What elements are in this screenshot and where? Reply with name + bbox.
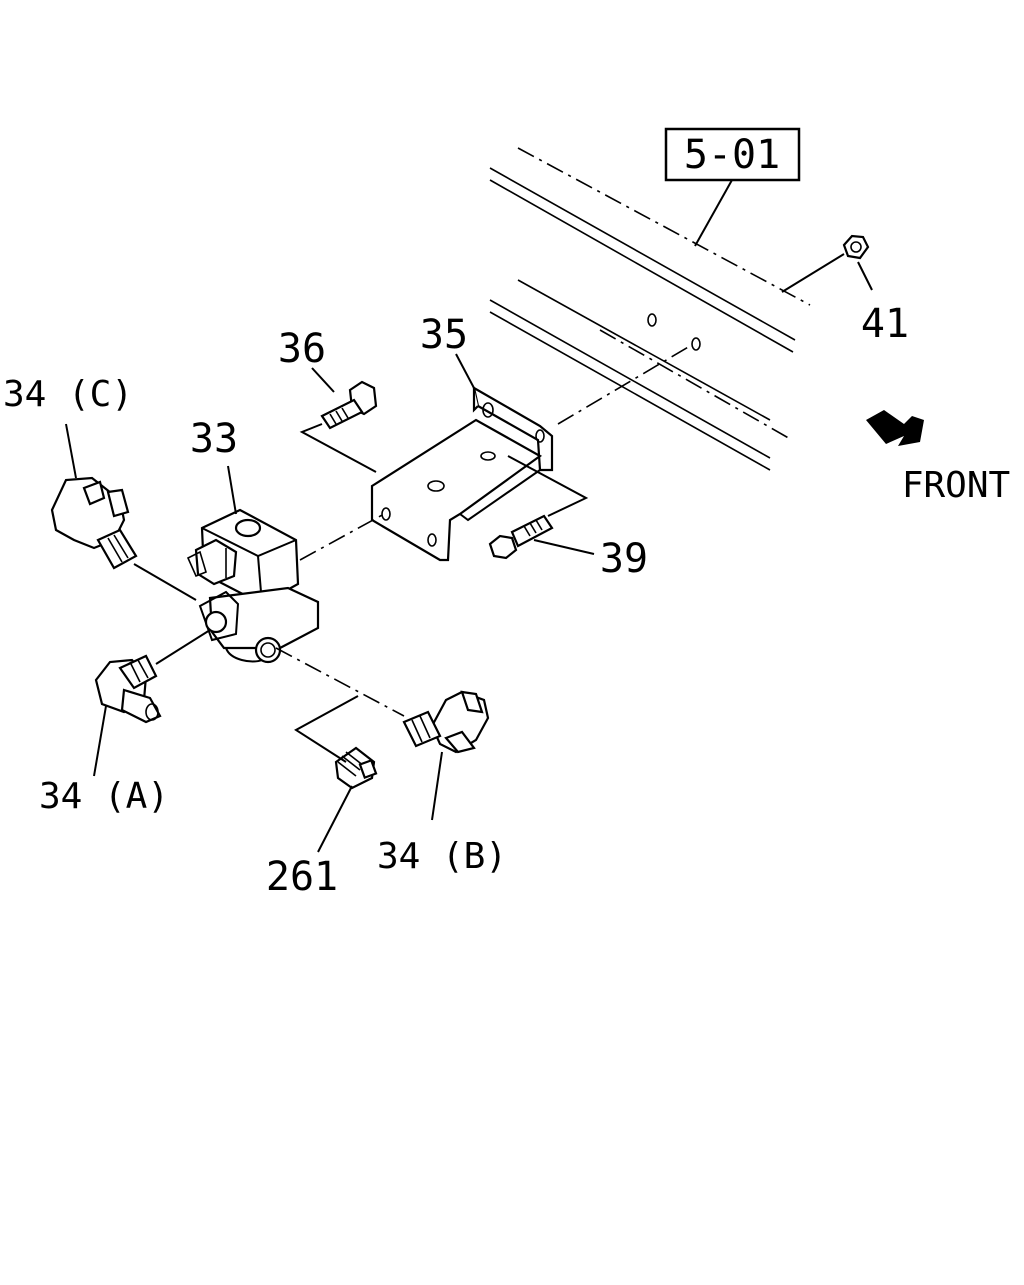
callout-39: 39 [600, 536, 648, 582]
fitting-34a-path [155, 629, 211, 665]
callout-34c: 34 (C) [3, 374, 133, 415]
bolt-39-path [507, 455, 589, 517]
callout-41: 41 [861, 301, 909, 347]
frame-rail-lower [489, 279, 793, 471]
bolt-36-path [299, 423, 377, 473]
callout-34b: 34 (B) [377, 836, 507, 877]
bolt-39-leader [533, 539, 595, 555]
callout-33: 33 [190, 416, 238, 462]
callout-36: 36 [278, 326, 326, 372]
bolt-36-leader [311, 367, 335, 393]
plug-261 [334, 746, 378, 790]
plug-261-leader [317, 785, 353, 853]
fitting-34c-leader [65, 423, 77, 479]
nut-41-callout-leader [857, 261, 873, 291]
fitting-34b [402, 690, 490, 754]
reference-box[interactable]: 5-01 [664, 127, 801, 182]
bracket-to-rail-line [557, 345, 691, 425]
callout-261: 261 [266, 854, 338, 900]
valve-to-bracket-line [299, 513, 385, 561]
front-arrow-icon [866, 410, 924, 446]
nut-41 [842, 234, 870, 260]
bracket-35-leader [455, 353, 475, 389]
front-label: FRONT [902, 465, 1010, 506]
nut-41-leader [781, 253, 845, 293]
reference-box-label: 5-01 [684, 132, 780, 178]
fitting-34a-leader [93, 705, 107, 777]
callout-35: 35 [420, 312, 468, 358]
fitting-34b-leader [431, 751, 443, 821]
fitting-34b-path [275, 647, 405, 717]
fitting-34a [94, 654, 162, 724]
solenoid-valve-33 [186, 508, 320, 664]
fitting-34c [50, 476, 138, 570]
fitting-34c-path [133, 563, 197, 601]
bolt-39 [488, 514, 554, 560]
bracket-35 [370, 385, 554, 562]
callout-34a: 34 (A) [39, 776, 169, 817]
frame-rail-upper [489, 147, 811, 353]
reference-leader [694, 179, 733, 247]
bolt-36 [320, 380, 378, 430]
plug-261-path [294, 695, 359, 763]
valve-33-leader [227, 465, 237, 515]
